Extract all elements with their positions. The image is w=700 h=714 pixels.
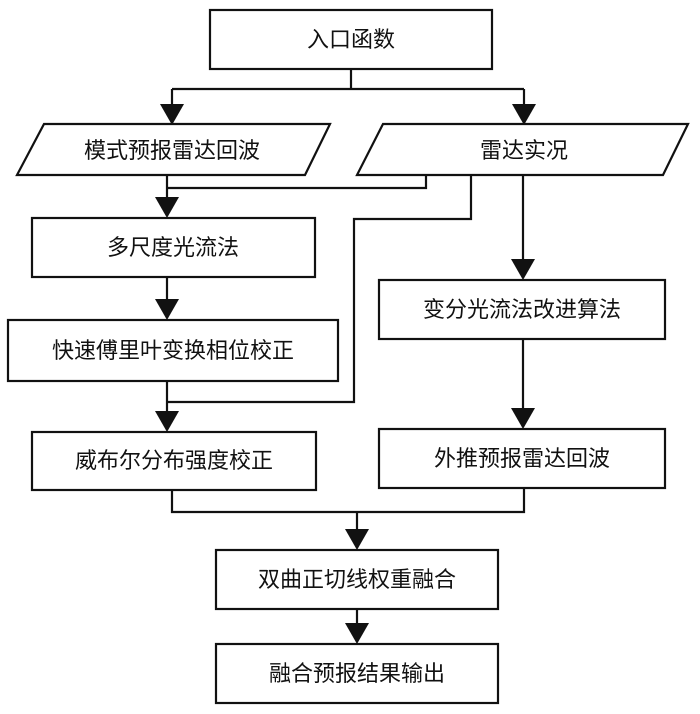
arrow-to-fusion xyxy=(345,529,369,550)
node-radar-obs: 雷达实况 xyxy=(355,122,690,177)
node-output-label: 融合预报结果输出 xyxy=(269,662,445,687)
arrow-to-multiscale xyxy=(155,197,179,218)
node-model-forecast: 模式预报雷达回波 xyxy=(15,122,332,177)
node-extrapolation-label: 外推预报雷达回波 xyxy=(434,447,610,472)
arrow-to-weibull xyxy=(155,411,179,432)
edge-merge xyxy=(170,488,526,514)
arrow-to-radar-obs xyxy=(512,104,536,125)
node-entry: 入口函数 xyxy=(208,8,494,71)
node-tanh-fusion-label: 双曲正切线权重融合 xyxy=(258,568,456,593)
node-tanh-fusion: 双曲正切线权重融合 xyxy=(214,548,500,611)
arrow-to-fft xyxy=(155,299,179,320)
node-radar-obs-label: 雷达实况 xyxy=(480,139,568,164)
node-weibull: 威布尔分布强度校正 xyxy=(30,430,318,492)
node-entry-label: 入口函数 xyxy=(307,28,395,53)
node-fft-phase-label: 快速傅里叶变换相位校正 xyxy=(52,339,294,364)
arrow-to-variational xyxy=(511,259,535,280)
node-fft-phase: 快速傅里叶变换相位校正 xyxy=(6,318,340,383)
node-extrapolation: 外推预报雷达回波 xyxy=(377,427,667,490)
edge-radar-obs-to-weibull xyxy=(167,175,473,404)
node-variational-flow-label: 变分光流法改进算法 xyxy=(423,298,621,323)
node-variational-flow: 变分光流法改进算法 xyxy=(377,278,667,341)
arrow-to-model-forecast xyxy=(160,104,184,125)
node-multiscale-flow-label: 多尺度光流法 xyxy=(107,236,239,261)
edges xyxy=(155,69,536,644)
node-output: 融合预报结果输出 xyxy=(214,642,500,705)
arrow-to-extrapolation xyxy=(511,408,535,429)
edge-radar-obs-to-multiscale xyxy=(167,175,428,190)
node-multiscale-flow: 多尺度光流法 xyxy=(30,216,317,279)
node-model-forecast-label: 模式预报雷达回波 xyxy=(84,139,260,164)
node-weibull-label: 威布尔分布强度校正 xyxy=(75,449,273,474)
arrow-to-output xyxy=(345,623,369,644)
